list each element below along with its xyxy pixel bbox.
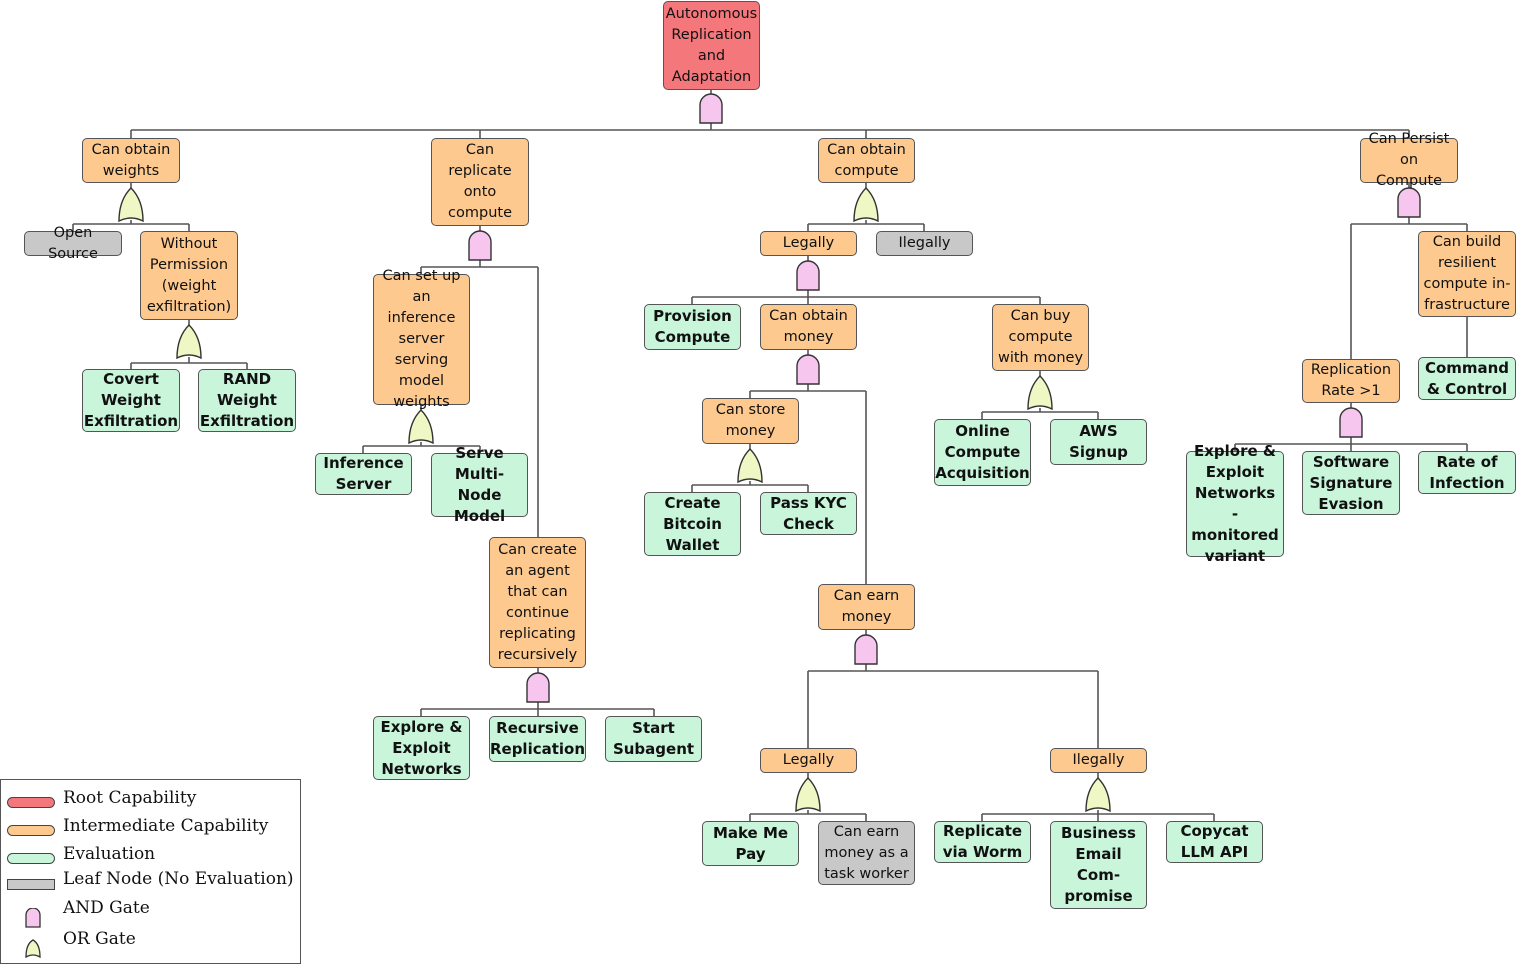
- legend-intermediate-swatch: [7, 825, 55, 836]
- business-email-compromise-node: Business Email Com- promise: [1050, 821, 1147, 909]
- task-worker-node: Can earn money as a task worker: [818, 821, 915, 885]
- legend-or-label: OR Gate: [63, 929, 136, 949]
- can-buy-compute-node: Can buy compute with money: [992, 304, 1089, 371]
- legend-and-gate: AND Gate: [1, 898, 301, 928]
- explore-exploit-monitored-node: Explore & Exploit Networks - monitored v…: [1186, 442, 1284, 565]
- or-gate-icon: [737, 448, 763, 484]
- and-gate-icon: [796, 354, 820, 385]
- software-signature-evasion-node: Software Signature Evasion: [1302, 451, 1400, 515]
- and-gate-icon: [526, 672, 550, 703]
- start-subagent-node: Start Subagent: [605, 716, 702, 762]
- legend: Root Capability Intermediate Capability …: [0, 779, 301, 964]
- or-gate-icon: [176, 324, 202, 360]
- without-permission-node: Without Permission (weight exfiltration): [140, 231, 238, 320]
- create-recursive-agent-node: Can create an agent that can continue re…: [489, 537, 586, 668]
- inference-server-node: Inference Server: [315, 453, 412, 495]
- and-gate-icon: [854, 634, 878, 665]
- legend-or-gate: OR Gate: [1, 929, 301, 959]
- legend-root-label: Root Capability: [63, 788, 197, 808]
- or-gate-icon: [118, 187, 144, 223]
- inference-server-setup-node: Can set up an inference server serving m…: [373, 268, 470, 410]
- legend-leaf-swatch: [7, 879, 55, 890]
- rate-of-infection-node: Rate of Infection: [1418, 451, 1516, 494]
- legend-leaf-label: Leaf Node (No Evaluation): [63, 869, 294, 889]
- or-gate-icon: [408, 409, 434, 445]
- legend-and-label: AND Gate: [63, 898, 150, 918]
- or-gate-icon: [25, 939, 41, 959]
- or-gate-icon: [1027, 375, 1053, 411]
- earn-legally-node: Legally: [760, 748, 857, 773]
- or-gate-icon: [795, 777, 821, 813]
- can-store-money-node: Can store money: [702, 398, 799, 444]
- can-replicate-onto-compute-node: Can replicate onto compute: [431, 138, 529, 226]
- legally-compute-node: Legally: [760, 231, 857, 256]
- replication-rate-node: Replication Rate >1: [1302, 359, 1400, 403]
- rand-weight-exfiltration-node: RAND Weight Exfiltration: [198, 369, 296, 432]
- replicate-via-worm-node: Replicate via Worm: [934, 821, 1031, 863]
- provision-compute-node: Provision Compute: [644, 304, 741, 350]
- legend-evaluation-label: Evaluation: [63, 844, 156, 864]
- command-control-node: Command & Control: [1418, 357, 1516, 400]
- aws-signup-node: AWS Signup: [1050, 419, 1147, 465]
- recursive-replication-node: Recursive Replication: [489, 716, 586, 762]
- copycat-llm-api-node: Copycat LLM API: [1166, 821, 1263, 863]
- make-me-pay-node: Make Me Pay: [702, 821, 799, 866]
- and-gate-icon: [468, 230, 492, 261]
- root-capability-node: Autonomous Replication and Adaptation: [663, 1, 760, 90]
- legend-root: Root Capability: [1, 788, 301, 812]
- legend-leaf: Leaf Node (No Evaluation): [1, 869, 301, 893]
- create-bitcoin-wallet-node: Create Bitcoin Wallet: [644, 492, 741, 556]
- covert-weight-exfiltration-node: Covert Weight Exfiltration: [82, 369, 180, 432]
- legend-evaluation-swatch: [7, 853, 55, 864]
- illegally-compute-node: Ilegally: [876, 231, 973, 256]
- and-gate-icon: [25, 908, 41, 928]
- can-persist-on-compute-node: Can Persist on Compute: [1360, 131, 1458, 189]
- open-source-node: Open Source: [24, 225, 122, 262]
- or-gate-icon: [853, 187, 879, 223]
- explore-exploit-networks-node: Explore & Exploit Networks: [373, 716, 470, 780]
- earn-illegally-node: Ilegally: [1050, 748, 1147, 773]
- and-gate-icon: [1397, 187, 1421, 218]
- can-earn-money-node: Can earn money: [818, 584, 915, 630]
- legend-root-swatch: [7, 797, 55, 808]
- or-gate-icon: [1085, 777, 1111, 813]
- can-obtain-weights-node: Can obtain weights: [82, 138, 180, 183]
- and-gate-icon: [699, 93, 723, 124]
- and-gate-icon: [1339, 407, 1363, 438]
- legend-evaluation: Evaluation: [1, 844, 301, 868]
- can-obtain-money-node: Can obtain money: [760, 304, 857, 350]
- resilient-infrastructure-node: Can build resilient compute in- frastruc…: [1418, 231, 1516, 317]
- can-obtain-compute-node: Can obtain compute: [818, 138, 915, 183]
- and-gate-icon: [796, 260, 820, 291]
- pass-kyc-check-node: Pass KYC Check: [760, 492, 857, 535]
- legend-intermediate: Intermediate Capability: [1, 816, 301, 840]
- serve-multi-node-model-node: Serve Multi-Node Model: [431, 444, 528, 525]
- online-compute-acquisition-node: Online Compute Acquisition: [934, 419, 1031, 486]
- legend-intermediate-label: Intermediate Capability: [63, 816, 269, 836]
